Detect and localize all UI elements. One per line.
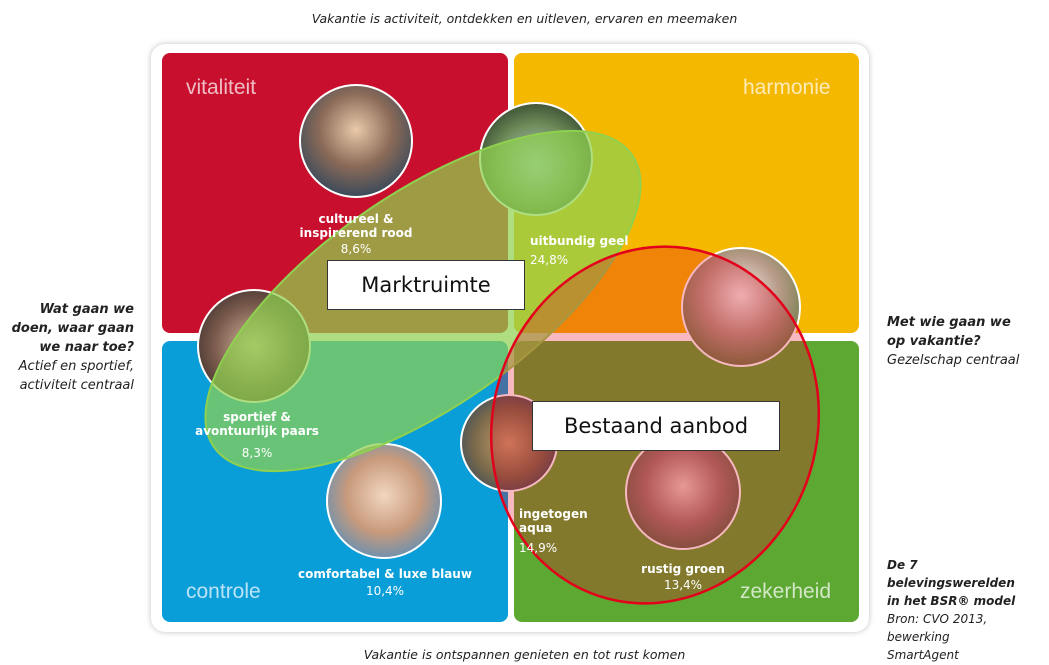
jumping-family-photo xyxy=(681,247,801,367)
quadrant-label-controle: controle xyxy=(186,580,261,603)
quadrant-label-harmonie: harmonie xyxy=(743,76,831,99)
world-pct-ingetogen: 14,9% xyxy=(519,541,558,555)
right-axis-heading-1: Met wie gaan we xyxy=(887,315,1011,330)
world-pct-comfortabel: 10,4% xyxy=(365,584,405,598)
world-name-cultureel-line1: cultureel & xyxy=(318,212,394,226)
world-name-ingetogen-line2: aqua xyxy=(519,521,553,535)
people-dining-photo xyxy=(299,84,413,198)
quadrant-label-zekerheid: zekerheid xyxy=(740,580,832,603)
right-axis-heading-2: op vakantie? xyxy=(887,334,981,349)
world-name-sportief-line1: sportief & xyxy=(223,410,291,424)
family-photo xyxy=(326,443,442,559)
world-name-cultureel-line2: inspirerend rood xyxy=(299,226,413,240)
world-name-cultureel: cultureel & inspirerend rood xyxy=(276,212,436,240)
model-note-heading-1: De 7 belevingswerelden xyxy=(887,558,1015,590)
world-name-rustig: rustig groen xyxy=(641,562,725,576)
world-name-ingetogen-line1: ingetogen xyxy=(519,507,588,521)
left-axis-heading-3: we naar toe? xyxy=(39,340,134,355)
world-pct-uitbundig: 24,8% xyxy=(530,253,569,267)
world-name-ingetogen: ingetogen aqua xyxy=(519,507,609,535)
world-name-sportief-line2: avontuurlijk paars xyxy=(195,424,319,438)
top-caption: Vakantie is activiteit, ontdekken en uit… xyxy=(311,11,738,26)
left-axis-heading-2: doen, waar gaan xyxy=(11,321,134,336)
marktruimte-label: Marktruimte xyxy=(327,260,525,310)
left-axis-sub-1: Actief en sportief, xyxy=(18,359,134,374)
world-pct-sportief: 8,3% xyxy=(241,446,273,460)
left-axis-sub-2: activiteit centraal xyxy=(19,378,134,393)
world-pct-cultureel: 8,6% xyxy=(340,242,372,256)
model-note-heading-2: in het BSR® model xyxy=(887,594,1016,608)
model-note-sub-2: SmartAgent xyxy=(887,648,959,662)
right-axis-text: Met wie gaan we op vakantie? Gezelschap … xyxy=(887,313,1047,370)
bestaand-aanbod-label: Bestaand aanbod xyxy=(532,401,780,451)
right-axis-sub-1: Gezelschap centraal xyxy=(887,353,1020,368)
model-note: De 7 belevingswerelden in het BSR® model… xyxy=(887,556,1047,664)
model-note-sub-1: Bron: CVO 2013, bewerking xyxy=(887,612,988,644)
world-name-uitbundig: uitbundig geel xyxy=(530,234,629,248)
world-name-comfortabel: comfortabel & luxe blauw xyxy=(298,567,472,581)
bottom-caption: Vakantie is ontspannen genieten en tot r… xyxy=(363,647,686,662)
world-name-sportief: sportief & avontuurlijk paars xyxy=(172,410,342,438)
quadrant-label-vitaliteit: vitaliteit xyxy=(186,76,257,99)
world-pct-rustig: 13,4% xyxy=(663,578,703,592)
left-axis-heading-1: Wat gaan we xyxy=(39,302,134,317)
left-axis-text: Wat gaan we doen, waar gaan we naar toe?… xyxy=(0,300,134,395)
